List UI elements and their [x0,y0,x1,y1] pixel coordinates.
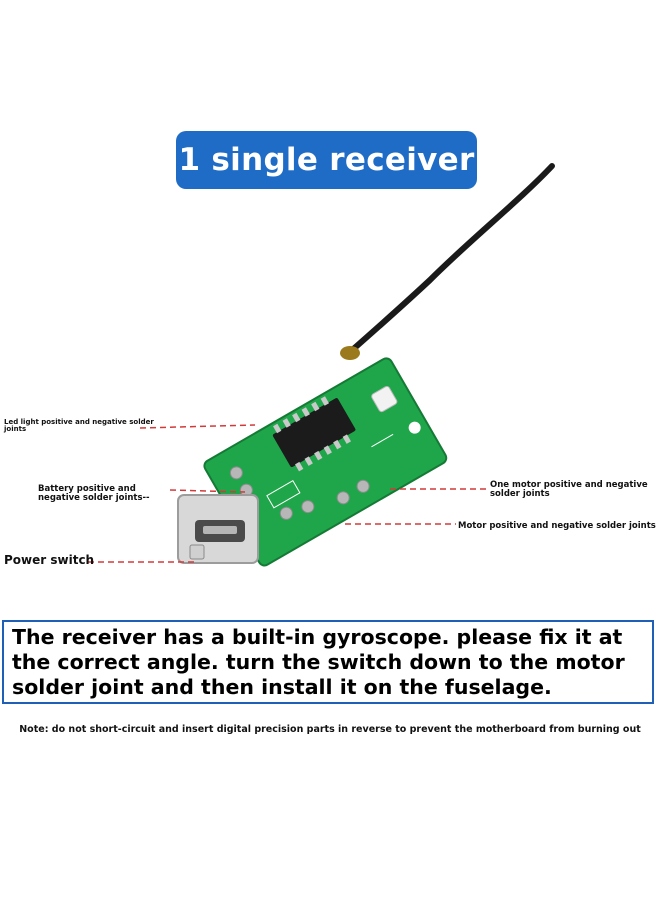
description-box: The receiver has a built-in gyroscope. p… [2,620,654,704]
page-title: 1 single receiver [178,142,475,178]
led-joints-label: Led light positive and negative solder j… [4,418,154,434]
pcb-board [203,357,448,567]
warning-note: Note: do not short-circuit and insert di… [19,724,641,735]
ic-chip [272,398,356,468]
power-switch-label: Power switch [4,553,95,567]
battery-joints-label: Battery positive and negative solder joi… [38,484,150,503]
antenna-wire [347,163,555,355]
leader-led [139,424,256,429]
leader-battery [169,489,246,493]
power-switch-part [189,544,205,560]
one-motor-joints-label: One motor positive and negative solder j… [490,480,648,499]
description-text: The receiver has a built-in gyroscope. p… [12,625,625,699]
antenna-glue [340,346,360,360]
receiver-photo [88,163,555,567]
motor-joints-label: Motor positive and negative solder joint… [458,521,656,531]
title-badge: 1 single receiver [176,131,477,189]
gyro-sensor [371,385,398,413]
